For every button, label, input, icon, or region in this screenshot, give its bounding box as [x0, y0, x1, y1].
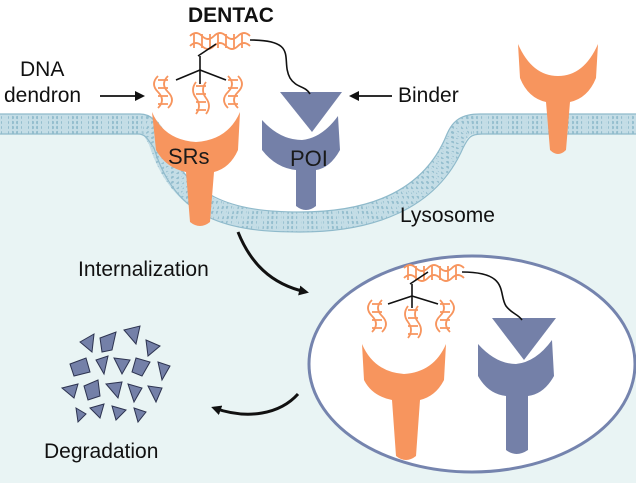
linker-top — [249, 39, 311, 95]
poi-label: POI — [290, 146, 328, 171]
binder-label: Binder — [398, 84, 459, 107]
degradation-label: Degradation — [44, 440, 158, 463]
degraded-fragments — [60, 325, 171, 424]
dendron-branches-top — [175, 43, 227, 84]
free-scavenger-receptor — [518, 44, 598, 154]
dna-dendron-top — [153, 32, 251, 115]
dna-label-line1: DNA — [20, 58, 64, 81]
dna-label-line2: dendron — [4, 84, 81, 107]
internalization-arrow — [236, 231, 309, 296]
linker-lysosome — [461, 271, 523, 321]
internalization-label: Internalization — [78, 258, 209, 281]
protein-of-interest-top — [262, 92, 342, 210]
srs-label: SRs — [168, 144, 210, 169]
degradation-arrow — [211, 392, 300, 416]
lysosome-label: Lysosome — [400, 204, 495, 227]
dendron-branches-lysosome — [387, 271, 439, 308]
protein-of-interest-lysosome — [478, 318, 556, 454]
dna-dendron-lysosome — [367, 264, 465, 339]
lysosome — [307, 254, 636, 474]
title-label: DENTAC — [188, 4, 274, 27]
scavenger-receptor-top — [152, 112, 240, 226]
scavenger-receptor-lysosome — [362, 344, 446, 460]
